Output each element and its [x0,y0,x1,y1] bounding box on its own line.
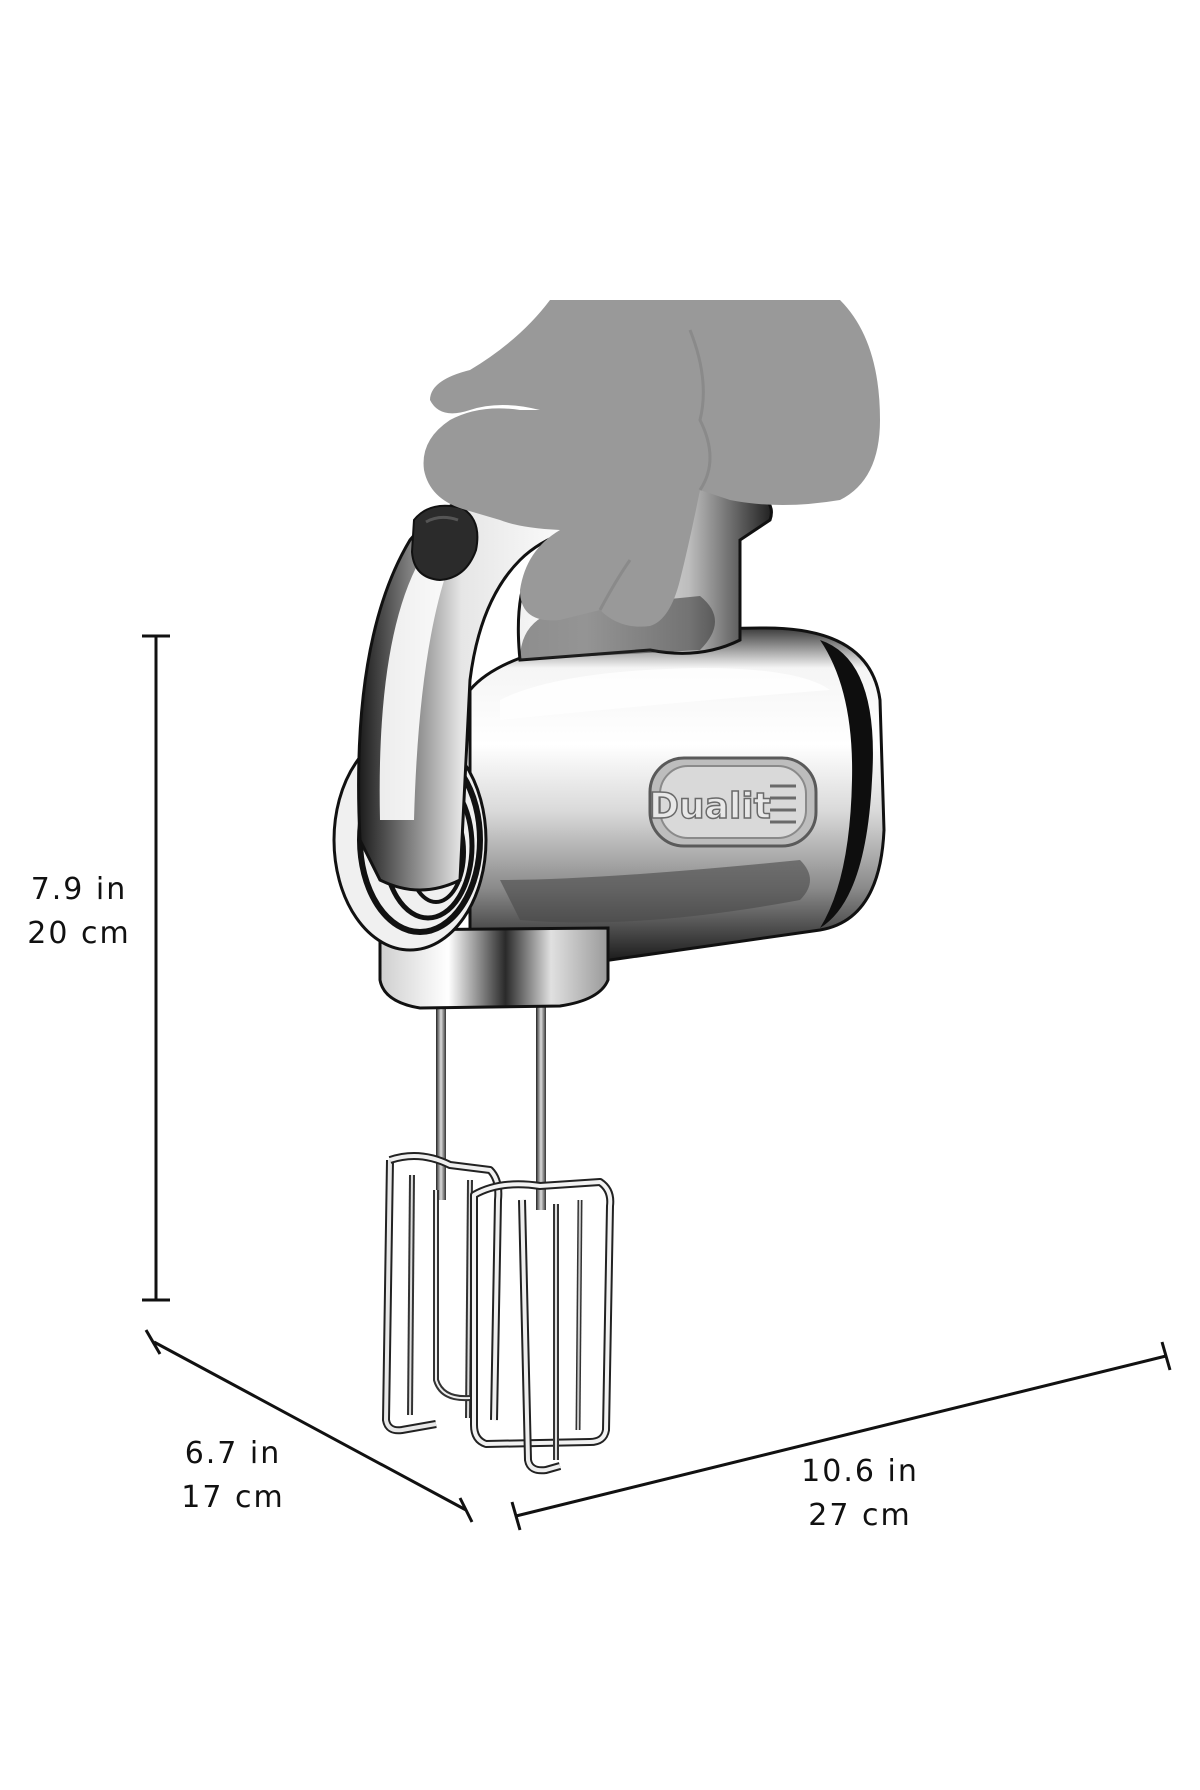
depth-dimension-label: 6.7 in 17 cm [168,1432,298,1520]
depth-imperial: 6.7 in [184,1436,282,1471]
width-dimension-label: 10.6 in 27 cm [790,1450,930,1538]
depth-dimension-line [144,1329,474,1523]
right-beater-icon [470,1178,615,1475]
height-dimension-label: 7.9 in 20 cm [14,868,144,956]
height-dimension-line [142,634,170,1302]
beater-shafts [436,1000,546,1210]
hand-silhouette [423,300,880,627]
depth-metric: 17 cm [181,1480,285,1515]
rocker-button-icon [410,504,479,582]
width-dimension-line [510,1341,1172,1531]
height-imperial: 7.9 in [30,872,128,907]
beater-collar [378,926,610,1010]
left-beater-icon [382,1152,503,1435]
width-imperial: 10.6 in [801,1454,919,1489]
height-metric: 20 cm [27,916,131,951]
width-metric: 27 cm [808,1498,912,1533]
brand-logo: Dualit [649,786,771,827]
speed-control-button[interactable] [410,504,479,582]
brand-badge: Dualit [648,756,818,848]
brand-stripes-icon [770,784,796,824]
